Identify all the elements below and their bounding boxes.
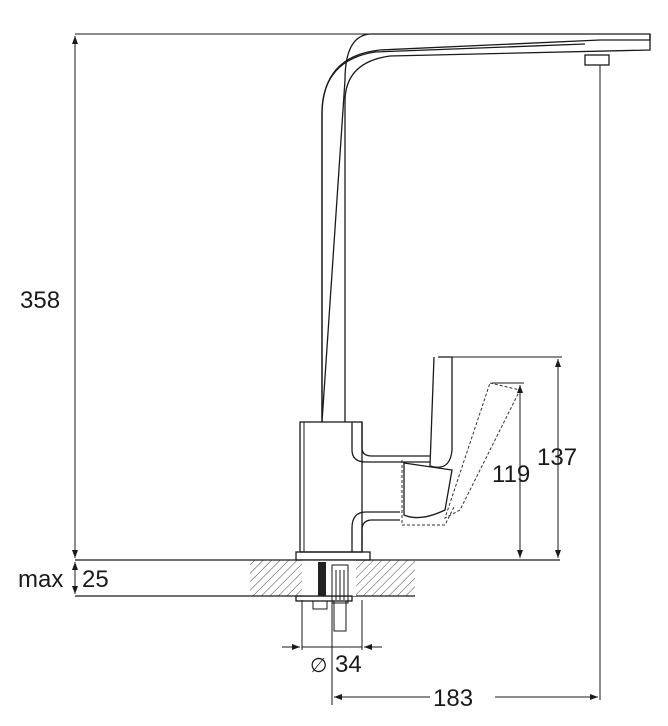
countertop-thickness-label: 25 (82, 566, 109, 593)
diameter-symbol: ∅ (310, 655, 327, 677)
handle-height-min-label: 119 (492, 461, 530, 488)
hole-diameter-label: 34 (335, 651, 362, 678)
countertop (75, 559, 560, 632)
dimension-lines (72, 33, 601, 705)
height-total-label: 358 (20, 287, 60, 314)
reach-label: 183 (433, 685, 473, 712)
handle-lever (401, 356, 521, 526)
faucet-body (295, 33, 651, 561)
countertop-prefix-label: max (18, 566, 63, 593)
handle-height-max-label: 137 (537, 444, 577, 471)
